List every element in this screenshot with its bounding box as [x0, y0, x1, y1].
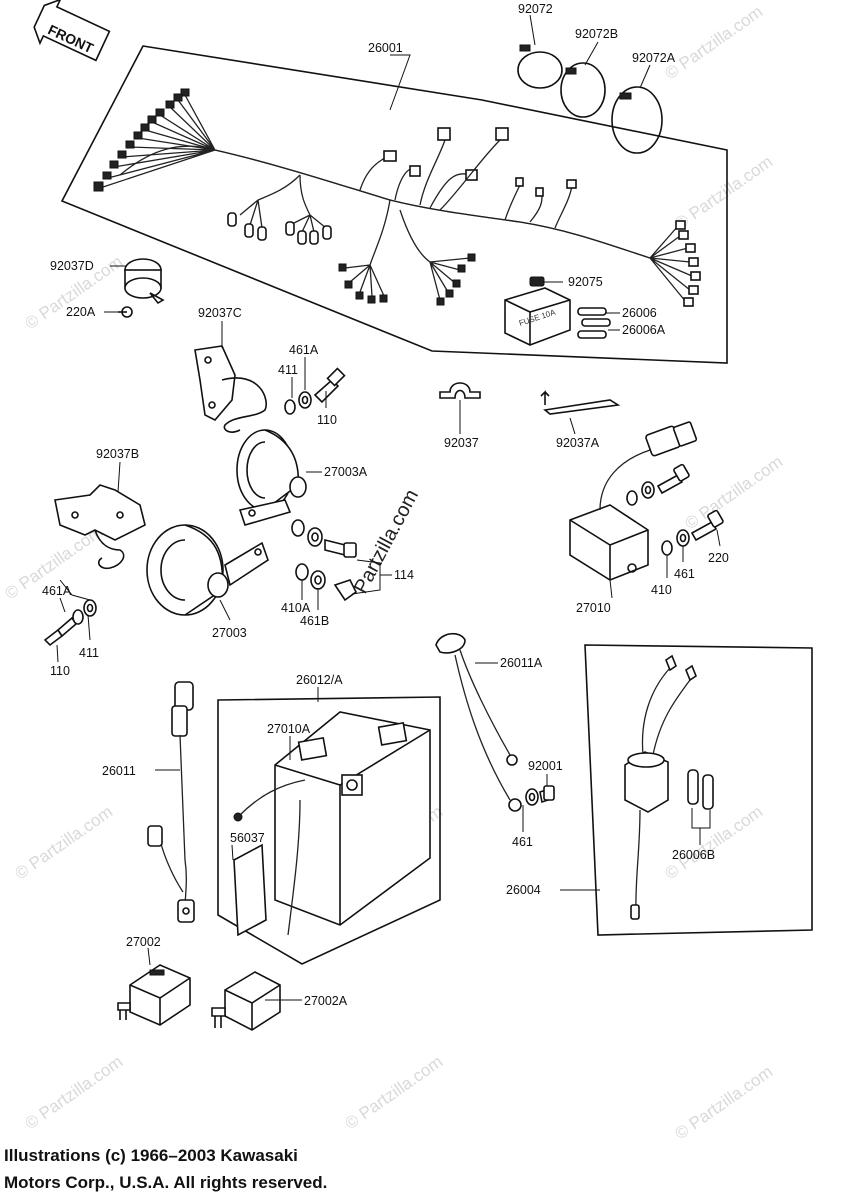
- watermark-5: © Partzilla.com: [11, 802, 116, 883]
- label-411-top: 411: [278, 363, 298, 377]
- label-92037D: 92037D: [50, 259, 94, 273]
- main-wiring-harness: [93, 88, 701, 307]
- label-220: 220: [708, 551, 729, 565]
- label-27010A: 27010A: [267, 722, 311, 736]
- label-461: 461: [674, 567, 695, 581]
- lead-27010A: [233, 779, 306, 822]
- label-92037B: 92037B: [96, 447, 139, 461]
- watermark-2: © Partzilla.com: [671, 152, 776, 233]
- part-labels: 26001 92072 92072B 92072A 92037D 220A 92…: [42, 2, 729, 1008]
- watermark-10: © Partzilla.com: [671, 1062, 776, 1143]
- label-27002A: 27002A: [304, 994, 348, 1008]
- label-26006A: 26006A: [622, 323, 666, 337]
- label-26001: 26001: [368, 41, 403, 55]
- harness-outline: [60, 45, 728, 364]
- copyright-line-1: Illustrations (c) 1966–2003 Kawasaki: [4, 1146, 298, 1165]
- watermark-4: © Partzilla.com: [681, 452, 786, 533]
- label-26006: 26006: [622, 306, 657, 320]
- label-110-left: 110: [50, 664, 70, 678]
- label-461B: 461B: [300, 614, 329, 628]
- battery-outline: [217, 696, 441, 965]
- label-92037: 92037: [444, 436, 479, 450]
- relay-27002: [117, 964, 191, 1026]
- label-461A-left: 461A: [42, 584, 72, 598]
- harness-front-connectors: [93, 88, 216, 192]
- hardware-92001: [525, 785, 555, 806]
- label-26011: 26011: [102, 764, 136, 778]
- relay-27002A: [211, 971, 281, 1031]
- fuses-26006: [577, 307, 611, 339]
- clamp-92072B: [560, 62, 606, 118]
- horn-27003: [146, 524, 269, 616]
- label-92072B: 92072B: [575, 27, 618, 41]
- label-26004: 26004: [506, 883, 541, 897]
- horn-27003A: [236, 429, 307, 526]
- hardware-left: [43, 599, 97, 647]
- label-410: 410: [651, 583, 672, 597]
- fuse-holder-26004: [624, 654, 714, 920]
- bracket-92037A: [540, 390, 621, 415]
- fuse-box: FUSE 10A: [504, 287, 571, 346]
- bracket-92037B: [54, 484, 146, 570]
- label-26012A: 26012/A: [296, 673, 343, 687]
- fuse-holder-outline: [584, 644, 813, 936]
- leader-lines: [56, 14, 721, 1001]
- label-110-top: 110: [317, 413, 337, 427]
- label-26006B: 26006B: [672, 848, 715, 862]
- label-410A: 410A: [281, 601, 311, 615]
- watermark-11: © Partzilla.com: [661, 2, 766, 83]
- label-92072A: 92072A: [632, 51, 676, 65]
- watermark-8: © Partzilla.com: [21, 1052, 126, 1133]
- watermark-9: © Partzilla.com: [341, 1052, 446, 1133]
- label-27010: 27010: [576, 601, 611, 615]
- label-92001: 92001: [528, 759, 563, 773]
- copyright-line-2: Motors Corp., U.S.A. All rights reserved…: [4, 1173, 328, 1192]
- front-arrow-icon: FRONT: [33, 0, 111, 62]
- clip-92037: [439, 382, 481, 399]
- label-220A: 220A: [66, 305, 96, 319]
- label-27002: 27002: [126, 935, 161, 949]
- label-114: 114: [394, 568, 414, 582]
- label-27003A: 27003A: [324, 465, 368, 479]
- label-461-bottom: 461: [512, 835, 533, 849]
- clip-92075: [529, 276, 545, 287]
- cable-26011A: [435, 632, 522, 812]
- clamp-92072: [517, 44, 563, 89]
- regulator-27010: [569, 421, 698, 581]
- label-92075: 92075: [568, 275, 603, 289]
- label-plate-56037: [233, 843, 267, 937]
- hardware-regulator: [626, 463, 724, 556]
- hardware-horn-mount: [291, 519, 358, 602]
- label-461A-top: 461A: [289, 343, 319, 357]
- label-27003: 27003: [212, 626, 247, 640]
- battery: [274, 711, 431, 936]
- cable-26011: [147, 681, 195, 923]
- clamp-92037D: [124, 258, 165, 305]
- label-92037C: 92037C: [198, 306, 242, 320]
- label-92037A: 92037A: [556, 436, 600, 450]
- screw-220A: [118, 306, 133, 318]
- label-411-left: 411: [79, 646, 99, 660]
- clamp-92072A: [611, 86, 663, 154]
- label-26011A: 26011A: [500, 656, 543, 670]
- label-56037: 56037: [230, 831, 265, 845]
- label-92072: 92072: [518, 2, 553, 16]
- bracket-92037C: [194, 345, 267, 433]
- copyright-notice: Illustrations (c) 1966–2003 Kawasaki Mot…: [4, 1142, 327, 1196]
- watermark-7: © Partzilla.com: [661, 802, 766, 883]
